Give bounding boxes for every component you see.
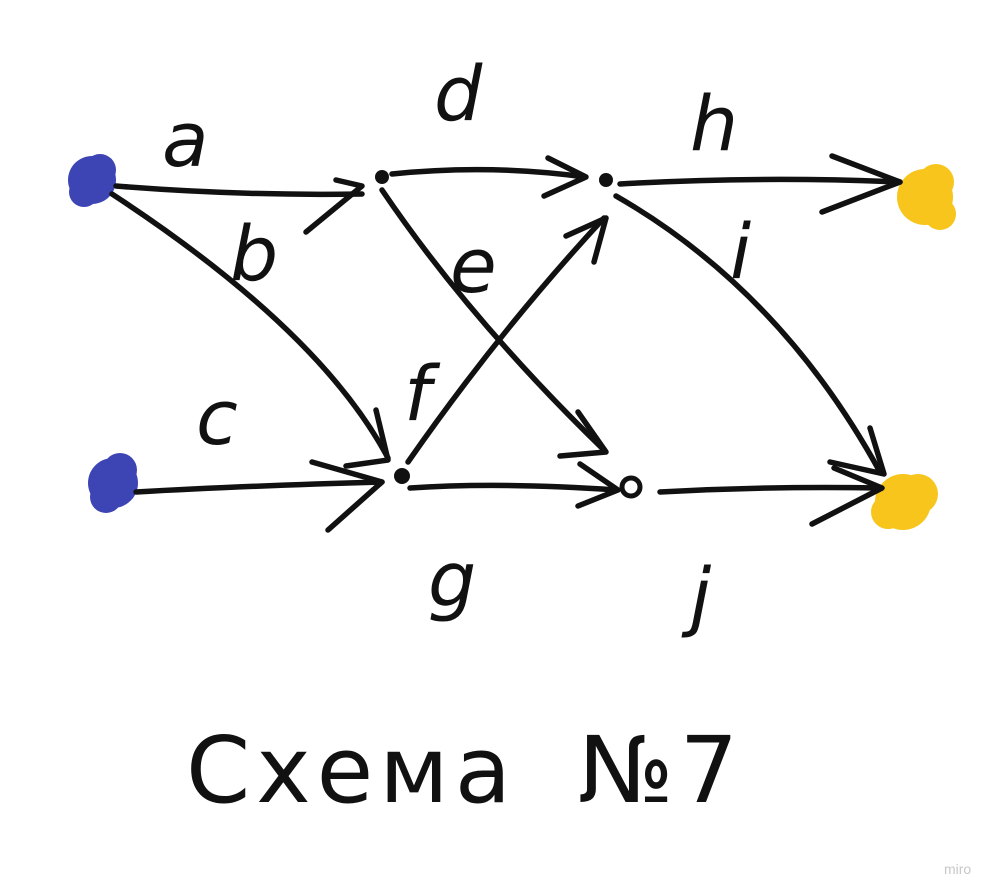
edge-e-arrowhead [557,409,609,459]
edge-label-i: i [730,207,751,296]
sink-node-top [897,164,956,230]
edge-h [617,176,903,187]
edge-g-arrowhead [575,461,621,509]
edge-d [389,166,588,180]
edge-g [407,482,619,493]
watermark: miro [944,861,971,877]
source-node-bottom [88,453,138,513]
edge-i [613,193,883,475]
edge-a [113,183,365,198]
edge-label-e: e [450,221,497,310]
edge-label-j: j [681,551,712,640]
node-3 [394,468,410,484]
edge-f [405,215,607,465]
edge-h-arrowhead [819,153,903,215]
edge-label-a: a [162,95,209,184]
edge-label-c: c [196,373,238,462]
source-node-top [68,154,116,207]
edge-c-arrowhead [309,459,385,533]
edge-j-arrowhead [809,465,885,527]
edge-i-arrowhead [827,425,887,477]
edge-label-d: d [434,49,483,138]
node-1 [375,170,389,184]
edge-label-b: b [230,209,278,298]
edge-j [657,484,883,495]
edge-d-arrowhead [541,155,589,199]
node-2 [599,173,613,187]
edge-e [379,187,607,453]
edge-f-arrowhead [563,215,609,265]
caption-word: Схема [186,717,517,824]
edge-b-arrowhead [343,407,391,469]
edge-c [133,479,385,495]
edge-label-h: h [690,79,738,168]
edge-a-arrowhead [303,177,365,235]
caption-number: №7 [578,717,744,824]
node-4 [619,475,643,499]
sink-node-bottom [871,474,938,530]
edge-label-g: g [428,535,476,624]
edge-b [109,191,391,461]
